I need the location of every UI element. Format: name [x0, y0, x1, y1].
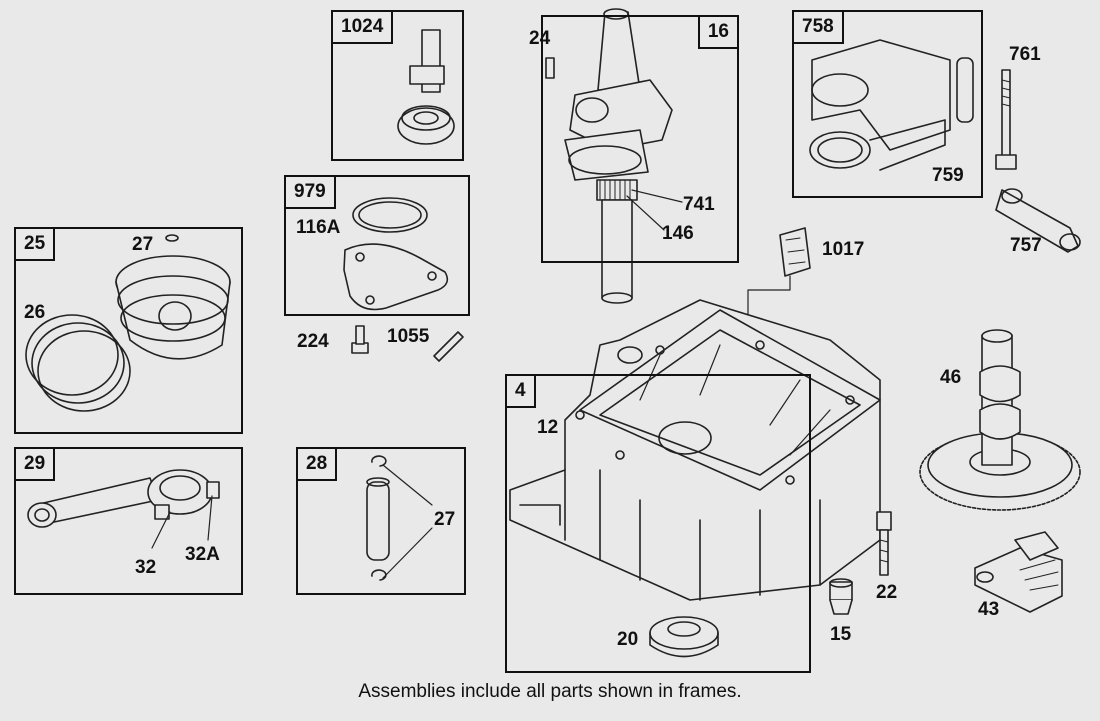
pin-1055-drawing	[434, 332, 463, 361]
frame-tag: 25	[14, 227, 56, 261]
part-label: 741	[683, 194, 715, 215]
part-label: 27	[434, 509, 456, 530]
frame-tag: 758	[792, 10, 844, 44]
frame-tag: 4	[505, 374, 536, 408]
cover-kit-drawing	[344, 198, 447, 310]
key-drawing	[546, 58, 554, 78]
part-label: 24	[529, 28, 551, 49]
part-label: 43	[978, 599, 1000, 620]
part-label: 12	[537, 417, 559, 438]
piston-drawing	[26, 235, 230, 411]
frame-tag: 979	[284, 175, 336, 209]
frame-28: 28	[296, 447, 466, 595]
frame-tag: 29	[14, 447, 56, 481]
frame-979: 979	[284, 175, 470, 316]
frame-1024: 1024	[331, 10, 464, 161]
part-label: 224	[297, 331, 329, 352]
bolt-761-drawing	[996, 70, 1016, 169]
part-label: 757	[1010, 235, 1042, 256]
pin-759-drawing	[957, 58, 973, 122]
frame-29: 29	[14, 447, 243, 595]
frame-4: 4	[505, 374, 811, 673]
frame-758: 758	[792, 10, 983, 198]
part-label: 1055	[387, 326, 430, 347]
diagram-caption: Assemblies include all parts shown in fr…	[358, 681, 742, 702]
part-label: 20	[617, 629, 639, 650]
bolt-22-drawing	[877, 512, 891, 575]
part-label: 761	[1009, 44, 1041, 65]
part-label: 22	[876, 582, 898, 603]
frame-16: 16	[541, 15, 739, 263]
link-757-drawing	[996, 189, 1080, 252]
part-label: 32	[135, 557, 157, 578]
camshaft-drawing	[920, 330, 1080, 510]
part-label: 46	[940, 367, 962, 388]
frame-25: 25	[14, 227, 243, 434]
part-label: 15	[830, 624, 852, 645]
plug-15-drawing	[830, 579, 852, 614]
governor-bracket-drawing	[810, 40, 950, 170]
part-label: 26	[24, 302, 46, 323]
rod-29-drawing	[28, 470, 219, 548]
part-label: 1017	[822, 239, 865, 260]
frame-tag: 16	[697, 15, 739, 49]
part-label: 759	[932, 165, 964, 186]
wrist-pin-drawing	[367, 456, 432, 580]
part-label: 146	[662, 223, 694, 244]
part-label: 116A	[296, 217, 341, 238]
seal-drawing	[650, 617, 718, 657]
crankshaft-drawing	[565, 9, 682, 303]
screw-224-drawing	[352, 326, 368, 353]
frame-tag: 28	[296, 447, 338, 481]
oil-pump-drawing	[398, 30, 454, 144]
part-label: 27	[132, 234, 154, 255]
governor-43-drawing	[975, 532, 1062, 612]
part-label: 32A	[185, 544, 220, 565]
frame-tag: 1024	[331, 10, 394, 44]
